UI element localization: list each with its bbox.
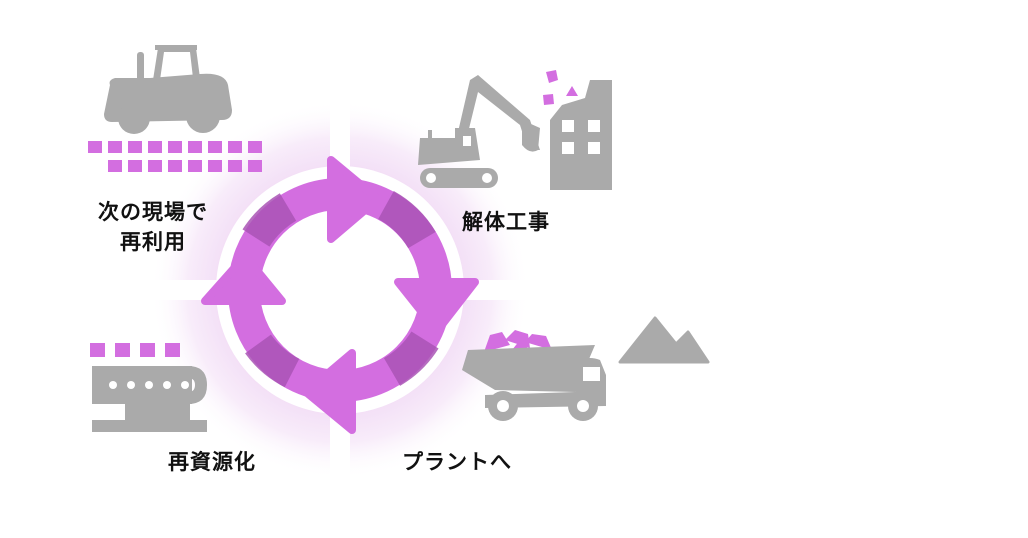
- cycle-arrows-icon: [201, 156, 479, 434]
- arrowhead-right: [394, 278, 479, 335]
- arrowhead-bottom: [302, 349, 356, 434]
- step-label-to-plant: プラントへ: [402, 450, 512, 474]
- conveyor-icon: [90, 343, 207, 432]
- arrowhead-left: [201, 252, 286, 305]
- step-label-demolition: 解体工事: [462, 210, 550, 234]
- reuse-label-line1: 次の現場で: [98, 200, 208, 224]
- mountains-icon: [618, 316, 710, 364]
- dump-truck-icon: [462, 316, 710, 421]
- reuse-label-line2: 再利用: [120, 230, 186, 254]
- debris: [543, 70, 578, 105]
- step-label-recycling: 再資源化: [168, 450, 256, 474]
- tile-rows: [88, 141, 262, 172]
- step-label-reuse: 次の現場で 再利用: [78, 197, 228, 257]
- roller-tractor-icon: [88, 45, 262, 172]
- arrowhead-top: [327, 156, 382, 243]
- excavator-building-icon: [418, 70, 612, 190]
